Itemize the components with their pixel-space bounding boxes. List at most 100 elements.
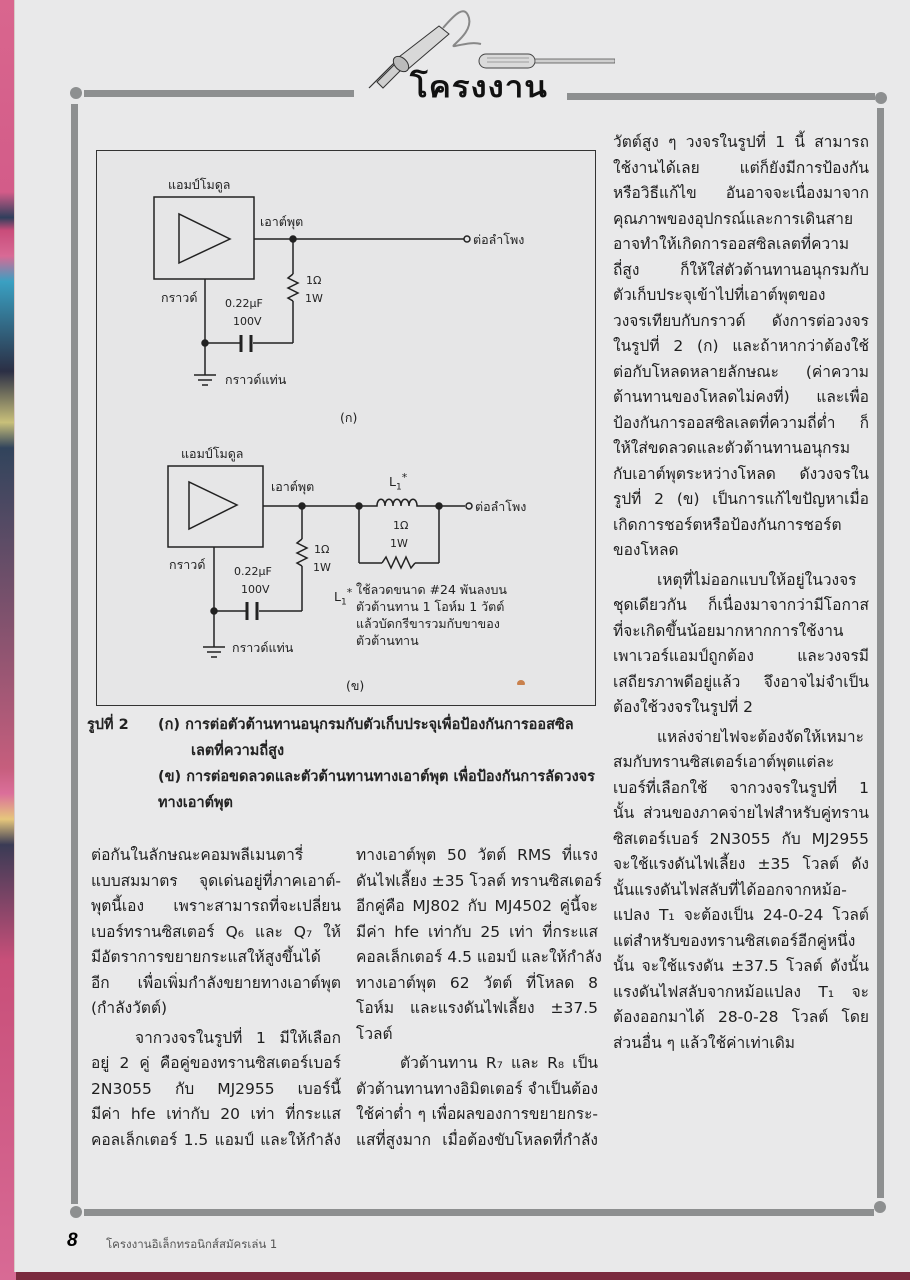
text-line: แต่สำหรับของทรานซิสเตอร์อีกคู่หนึ่ง [613,931,856,950]
caption-line: ทางเอาต์พุต [158,795,233,811]
capacitor-symbol [239,335,253,352]
text-line: เกิดการชอร์ตหรือป้องกันการชอร์ต [613,515,842,534]
text-line: ตัวต้านทานทางอิมิตเตอร์ จำเป็นต้อง [356,1079,599,1098]
screwdriver-icon [478,53,615,69]
inductor-note: L1* ใช้ลวดขนาด #24 พันลงบน ตัวต้านทาน 1 … [334,582,507,648]
resistor-symbol [286,273,300,302]
frame-bottom-rule [84,1209,874,1216]
magazine-cover-edge [0,0,16,1280]
amp-module-box [153,196,255,280]
text-column-left: ต่อกันในลักษณะคอมพลีเมนตารี่ แบบสมมาตร จ… [91,843,341,1153]
text-line: ส่วนอื่น ๆ แล้วใช้ค่าเท่าเดิม [613,1033,795,1052]
text-line: ต่อกันในลักษณะคอมพลีเมนตารี่ [91,846,304,864]
text-line: สมกับทรานซิสเตอร์เอาต์พุตแต่ละ [613,753,835,771]
text-line: อยู่ 2 คู่ คือคู่ของทรานซิสเตอร์เบอร์ [91,1054,341,1072]
text-line: คอลเล็กเตอร์ 4.5 แอมป์ และให้กำลัง [356,948,602,966]
ground-label: กราวด์ [161,290,198,305]
caption-prefix: รูปที่ 2 [87,717,129,733]
text-line: ต้องออกมาได้ 28-0-28 โวลต์ โดย [613,1008,869,1026]
diagram-b-sublabel: (ข) [346,678,365,693]
figure-caption: รูปที่ 2 (ก) การต่อตัวต้านทานอนุกรมกับตัว… [87,712,612,816]
page-number: 8 [67,1230,78,1251]
chassis-ground-label: กราวด์แท่น [232,640,294,655]
text-line: ต้องใช้วงจรในรูปที่ 2 [613,698,754,716]
text-line: แรงดันไฟสลับจากหม้อแปลง T₁ จะ [613,982,869,1001]
text-line: ถี่สูง ก็ให้ใส่ตัวต้านทานอนุกรมกับ [613,260,869,279]
frame-corner-dot [70,1206,82,1218]
text-line: นั้น ส่วนของภาคจ่ายไฟสำหรับคู่ทราน [613,804,869,822]
text-column-middle: ทางเอาต์พุต 50 วัตต์ RMS ที่แรง ดันไฟเลี… [356,843,602,1153]
caption-line: เลตที่ความถี่สูง [191,743,285,759]
text-line: ให้ใส่ขดลวดและตัวต้านทานอนุกรม [613,439,851,457]
amp-triangle-icon [188,480,239,531]
text-line: แสที่สูงมาก เมื่อต้องขับโหลดที่กำลัง [356,1130,598,1149]
text-line: กับเอาต์พุตระหว่างโหลด ดังวงจรใน [613,464,869,483]
text-line: แหล่งจ่ายไฟจะต้องจัดให้เหมาะ [657,727,864,746]
caption-line: (ข) การต่อขดลวดและตัวต้านทานทางเอาต์พุต … [158,769,595,785]
text-line: ป้องกันการออสซิลเลตที่ความถี่ต่ำ ก็ [613,413,869,432]
text-line: คุณภาพของอุปกรณ์และการเดินสาย [613,209,854,228]
text-line: ทางเอาต์พุต 50 วัตต์ RMS ที่แรง [356,846,598,864]
output-label: เอาต์พุต [260,214,304,229]
text-line: เพาเวอร์แอมป์ถูกต้อง และวงจรมี [613,647,869,665]
speaker-label: ต่อลำโพง [475,499,527,514]
text-line: ของโหลด [613,541,679,559]
text-line: รูปที่ 2 (ข) เป็นการแก้ไขปัญหาเมื่อ [613,490,869,508]
text-line: อีกคู่คือ MJ802 กับ MJ4502 คู่นี้จะ [356,897,598,915]
text-line: พุตนี้เอง เพราะสามารถที่จะเปลี่ยน [91,897,341,915]
text-line: ตัวต้านทาน R₇ และ R₈ เป็น [400,1054,598,1072]
ground-label: กราวด์ [169,557,206,572]
text-line: 2N3055 กับ MJ2955 เบอร์นี้ [91,1079,341,1098]
text-line: เหตุที่ไม่ออกแบบให้อยู่ในวงจร [657,570,857,589]
figure-2-box: แอมป์โมดูล เอาต์พุต ต่อลำโพง กราวด์ 1Ω 1… [96,150,596,706]
parallel-resistor-power: 1W [390,537,408,550]
resistor-power: 1W [313,561,331,574]
text-line: (กำลังวัตต์) [91,999,168,1017]
parallel-resistor-value: 1Ω [393,519,409,532]
frame-corner-dot [875,92,887,104]
ground-symbol-icon [194,374,216,386]
capacitor-value: 0.22µF [234,565,272,578]
text-line: ซิสเตอร์เบอร์ 2N3055 กับ MJ2955 [613,829,869,848]
text-line: ดันไฟเลี้ยง ±35 โวลต์ ทรานซิสเตอร์ [356,871,602,890]
resistor-value: 1Ω [306,274,322,287]
text-line: มีค่า hfe เท่ากับ 25 เท่า ที่กระแส [356,922,598,941]
text-line: หรือวิธีแก้ไข อันอาจจะเนื่องมาจาก [613,184,869,202]
resistor-symbol [381,555,416,570]
caption-line: (ก) การต่อตัวต้านทานอนุกรมกับตัวเก็บประจ… [158,717,574,733]
frame-top-rule-right [567,93,875,100]
capacitor-value: 0.22µF [225,297,263,310]
inductor-label: L1* [389,471,408,493]
amp-module-label: แอมป์โมดูล [181,446,244,461]
magazine-page: โครงงาน [14,0,910,1272]
text-line: แบบสมมาตร จุดเด่นอยู่ที่ภาคเอาต์- [91,871,341,890]
inductor-symbol [359,498,439,507]
text-line: อาจทำให้เกิดการออสซิลเลตที่ความ [613,235,850,253]
amp-triangle-icon [178,212,232,265]
frame-top-rule-left [84,90,354,97]
text-line: โอห์ม และแรงดันไฟเลี้ยง ±37.5 [356,999,598,1017]
print-stain [517,680,525,685]
text-line: จะใช้แรงดันไฟเลี้ยง ±35 โวลต์ ดัง [613,855,869,873]
text-line: ทางเอาต์พุต 62 วัตต์ ที่โหลด 8 [356,973,598,992]
circuit-diagrams [153,196,473,658]
publication-title: โครงงานอิเล็กทรอนิกส์สมัครเล่น 1 [106,1237,278,1251]
frame-left-rule [71,104,78,1204]
section-title: โครงงาน [410,69,548,104]
speaker-label: ต่อลำโพง [473,232,525,247]
capacitor-voltage: 100V [233,315,262,328]
text-line: ในรูปที่ 2 (ก) และถ้าหากว่าต้องใช้ [613,337,869,355]
text-column-right: วัตต์สูง ๆ วงจรในรูปที่ 1 นี้ สามารถ ใช้… [613,130,869,1056]
text-line: จากวงจรในรูปที่ 1 มีให้เลือก [135,1028,341,1047]
text-line: โวลต์ [356,1024,393,1043]
text-line: คอลเล็กเตอร์ 1.5 แอมป์ และให้กำลัง [91,1130,341,1149]
resistor-value: 1Ω [314,543,330,556]
frame-corner-dot [70,87,82,99]
text-line: นั้น จะใช้แรงดัน ±37.5 โวลต์ ดังนั้น [613,957,869,975]
text-line: นั้นแรงดันไฟสลับที่ได้ออกจากหม้อ- [613,880,847,899]
resistor-symbol [295,538,309,567]
capacitor-symbol [245,602,259,620]
text-line: ใช้งานได้เลย แต่ก็ยังมีการป้องกัน [613,158,869,177]
text-line: ใช้ค่าต่ำ ๆ เพื่อผลของการขยายกระ- [356,1105,598,1123]
amp-module-box [167,465,264,548]
